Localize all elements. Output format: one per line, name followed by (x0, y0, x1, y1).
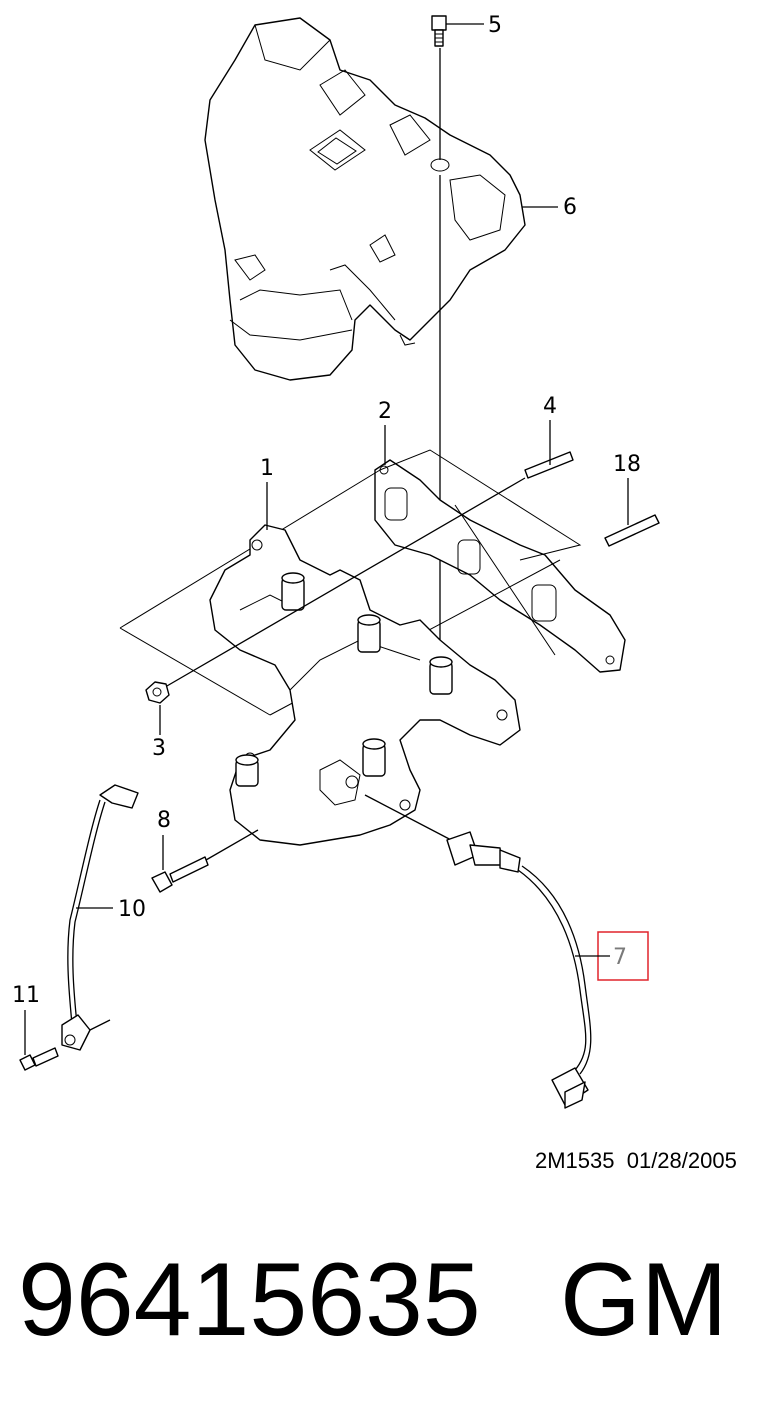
svg-text:6: 6 (563, 195, 577, 220)
stud-4 (524, 451, 574, 479)
svg-text:7: 7 (613, 945, 627, 970)
callout-11: 11 (12, 983, 40, 1055)
bolt-5 (431, 15, 447, 47)
sensor-harness (19, 784, 139, 1071)
callout-3: 3 (152, 705, 166, 761)
brand-label: GM (560, 1242, 728, 1358)
bolt-8 (151, 856, 209, 893)
callout-10: 10 (76, 897, 146, 922)
callout-1: 1 (260, 456, 274, 530)
leader-stud-4-axis (159, 477, 526, 691)
exhaust-manifold (209, 524, 521, 846)
svg-text:8: 8 (157, 808, 171, 833)
callout-4: 4 (543, 394, 557, 465)
callout-18: 18 (613, 452, 641, 525)
callout-5: 5 (446, 13, 502, 38)
svg-text:1: 1 (260, 456, 274, 481)
svg-text:4: 4 (543, 394, 557, 419)
nut-3 (145, 681, 170, 704)
callout-8: 8 (157, 808, 171, 870)
svg-text:2: 2 (378, 399, 392, 424)
stud-18 (604, 514, 660, 547)
leader-bolt-8-axis (205, 829, 259, 861)
svg-text:10: 10 (118, 897, 146, 922)
svg-text:18: 18 (613, 452, 641, 477)
callout-7-highlighted[interactable]: 7 (575, 931, 649, 981)
oxygen-sensor (364, 794, 592, 1109)
callout-2: 2 (378, 399, 392, 465)
svg-text:11: 11 (12, 983, 40, 1008)
drawing-reference: 2M1535 01/28/2005 (535, 1148, 737, 1173)
manifold-gasket (374, 459, 626, 673)
part-number: 96415635 (18, 1242, 481, 1358)
callout-6: 6 (522, 195, 577, 220)
svg-text:3: 3 (152, 736, 166, 761)
heat-shield (204, 17, 526, 381)
svg-text:5: 5 (488, 13, 502, 38)
